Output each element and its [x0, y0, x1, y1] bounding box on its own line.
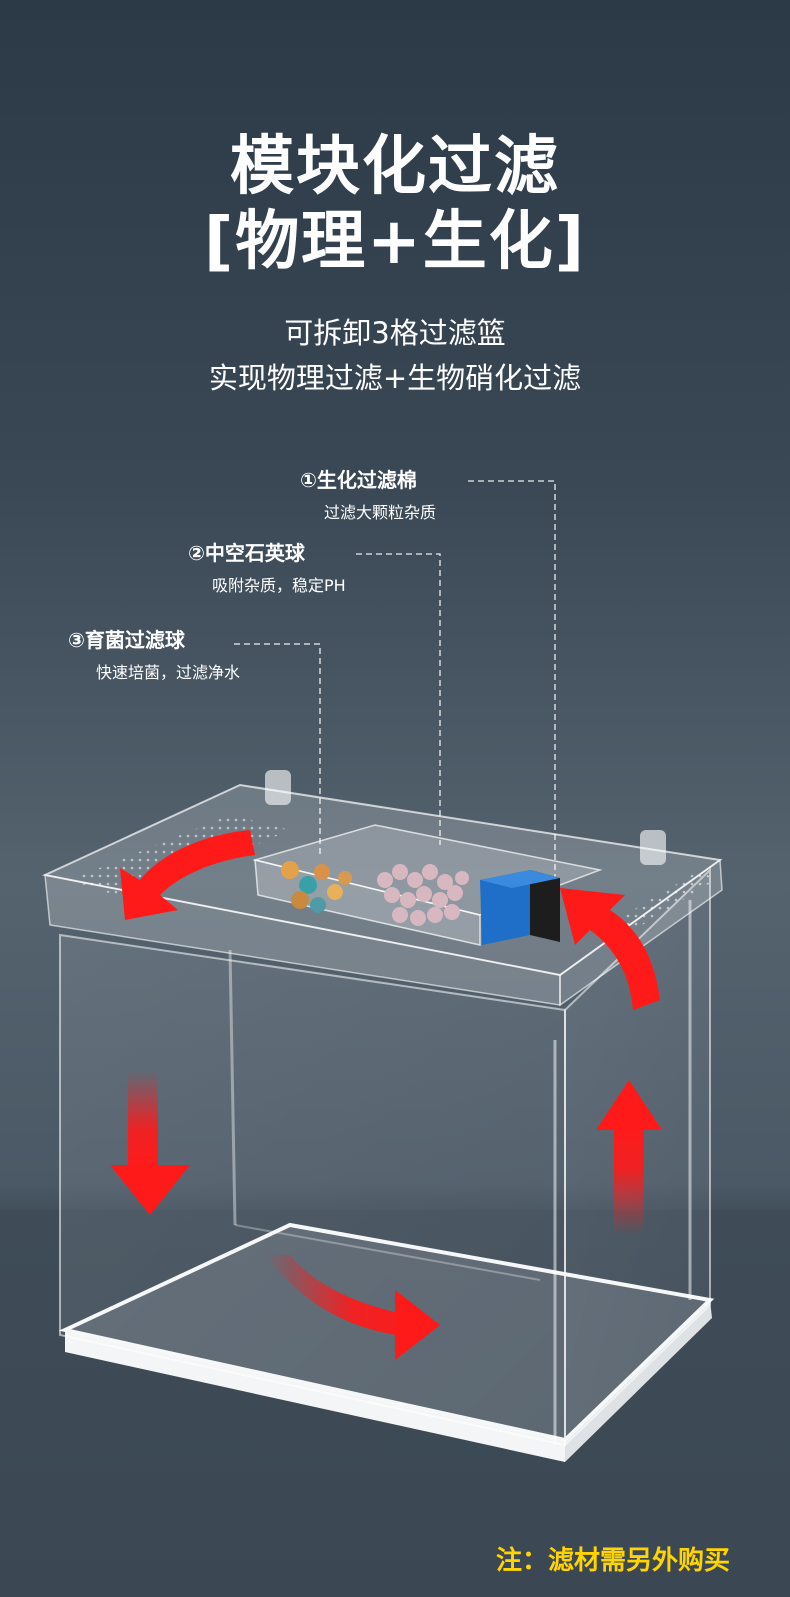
callout-quartz-ball-title: ②中空石英球	[188, 541, 305, 565]
subtitle-line1: 可拆卸3格过滤篮	[284, 316, 506, 350]
callout-bio-ball-title: ③育菌过滤球	[68, 628, 185, 652]
callout-quartz-ball-desc: 吸附杂质，稳定PH	[212, 576, 346, 595]
filter-basket	[252, 824, 603, 946]
callout-quartz-ball: ②中空石英球 吸附杂质，稳定PH	[188, 537, 346, 596]
main-title-line2: [物理+生化]	[203, 205, 587, 279]
callout-bio-ball-desc: 快速培菌，过滤净水	[96, 663, 241, 682]
bio-balls	[281, 861, 352, 913]
filter-cotton	[480, 870, 560, 945]
flow-arrows	[110, 830, 662, 1360]
main-title-line1: 模块化过滤	[230, 130, 560, 204]
callout-filter-cotton-desc: 过滤大颗粒杂质	[324, 503, 437, 522]
callout-filter-cotton: ①生化过滤棉 过滤大颗粒杂质	[300, 464, 436, 523]
subtitle-line2: 实现物理过滤+生物硝化过滤	[208, 361, 582, 395]
callout-filter-cotton-title: ①生化过滤棉	[300, 468, 417, 492]
purchase-note: 注：滤材需另外购买	[495, 1546, 730, 1576]
callout-leader-lines	[234, 480, 556, 880]
quartz-balls	[377, 864, 469, 926]
callout-bio-ball: ③育菌过滤球 快速培菌，过滤净水	[68, 624, 240, 683]
